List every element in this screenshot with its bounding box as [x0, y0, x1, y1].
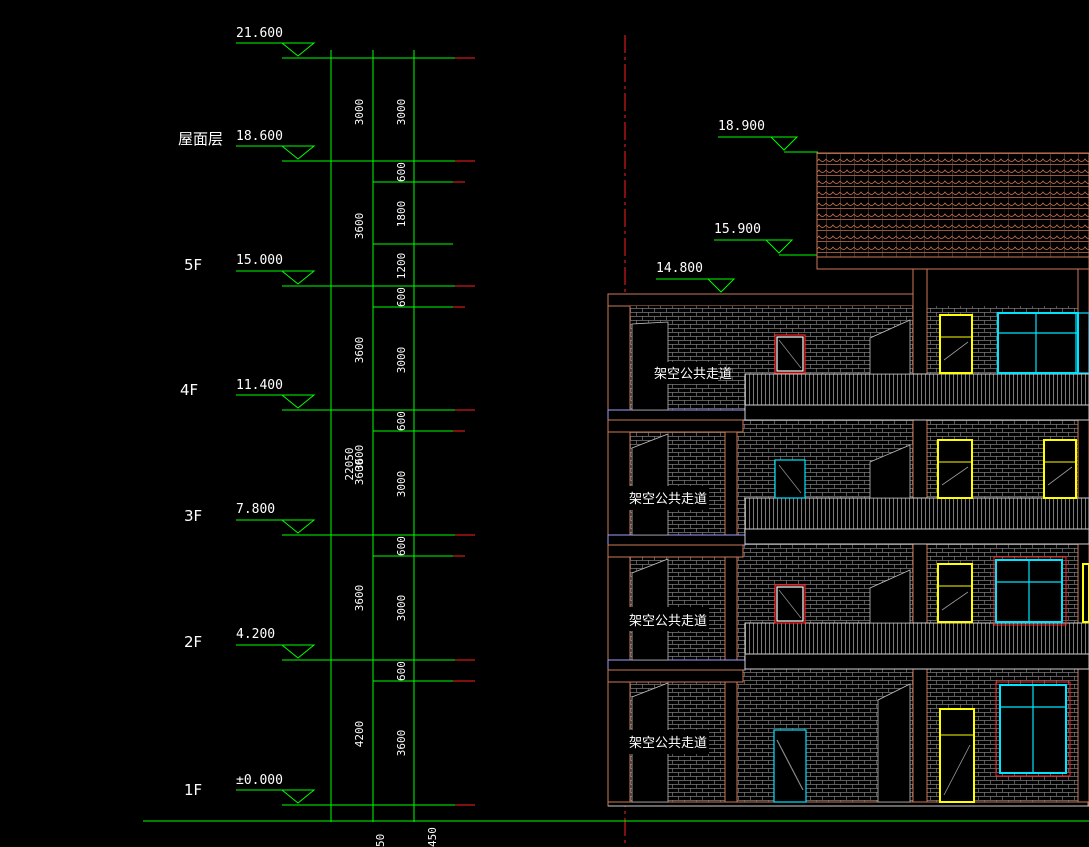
level-elevation: 7.800: [236, 502, 275, 517]
level-elevation: 21.600: [236, 26, 283, 41]
dimension-text: 3000: [353, 99, 366, 126]
building-elevation: 18.900 15.900 14.800: [600, 119, 1089, 822]
corridor-label: 架空公共走道: [629, 492, 707, 507]
total-dimension-text: 22050: [343, 447, 356, 480]
dimension-text: 600: [395, 162, 408, 182]
elevation-mark: 15.900: [714, 222, 818, 256]
level-marker: 1F ±0.000: [184, 773, 316, 804]
level-triangle-icon: [280, 145, 316, 160]
level-triangle-icon: [769, 136, 799, 151]
window-glyph-icon: [997, 312, 1079, 374]
dimension-text: 3000: [395, 347, 408, 374]
dimension-text: 3000: [395, 99, 408, 126]
elevation-mark: 18.900: [718, 119, 818, 153]
level-triangle-icon: [280, 519, 316, 534]
level-marker: 21.600: [236, 26, 316, 57]
level-marker: 4F 11.400: [180, 378, 316, 409]
dimension-text: 3000: [395, 471, 408, 498]
dimension-text: 600: [395, 287, 408, 307]
dimension-text: 600: [395, 411, 408, 431]
elevation-text: 18.900: [718, 119, 765, 134]
dimension-area: 21.600 屋面层 18.600 5F 15.000 4F 11.400: [143, 26, 1089, 847]
level-marker: 屋面层 18.600: [178, 129, 316, 160]
level-elevation: 18.600: [236, 129, 283, 144]
door-glyph-icon: [939, 708, 975, 803]
level-triangle-icon: [280, 42, 316, 57]
dimension-text: 3600: [353, 459, 366, 486]
elevation-mark: 14.800: [656, 261, 736, 293]
level-elevation: 4.200: [236, 627, 275, 642]
level-marker: 5F 15.000: [184, 253, 316, 285]
dimension-text: 4200: [353, 721, 366, 748]
door-glyph-icon: [937, 439, 973, 499]
roof-tiles: [816, 152, 1089, 258]
dimension-text: 1800: [395, 201, 408, 228]
dimension-text: 3600: [353, 445, 366, 472]
level-triangle-icon: [706, 278, 736, 293]
level-elevation: ±0.000: [236, 773, 283, 788]
level-triangle-icon: [280, 394, 316, 409]
dimension-text: 600: [395, 661, 408, 681]
level-elevation: 15.000: [236, 253, 283, 268]
level-triangle-icon: [280, 644, 316, 659]
level-marker: 2F 4.200: [184, 627, 316, 659]
floor-label: 1F: [184, 781, 202, 799]
floor-label: 屋面层: [178, 130, 223, 148]
level-elevation: 11.400: [236, 378, 283, 393]
level-triangle-icon: [764, 239, 794, 254]
dimension-text: 600: [395, 536, 408, 556]
floor-label: 5F: [184, 256, 202, 274]
dimension-text: 3600: [353, 337, 366, 364]
door-glyph-icon: [1043, 439, 1077, 499]
elevation-text: 15.900: [714, 222, 761, 237]
corridor-label: 架空公共走道: [629, 736, 707, 751]
dimension-text: 3000: [395, 595, 408, 622]
dimension-text: 3600: [395, 730, 408, 757]
dimension-text: 50: [374, 834, 387, 847]
elevation-text: 14.800: [656, 261, 703, 276]
level-triangle-icon: [280, 270, 316, 285]
dimension-text: 450: [426, 827, 439, 847]
dimension-text: 3600: [353, 585, 366, 612]
dimension-text: 3600: [353, 213, 366, 240]
level-marker: 3F 7.800: [184, 502, 316, 534]
roof-eave: [816, 256, 1089, 270]
floor-label: 3F: [184, 507, 202, 525]
floor-label: 2F: [184, 633, 202, 651]
floor-label: 4F: [180, 381, 198, 399]
dimension-text: 1200: [395, 253, 408, 280]
door-glyph-icon: [939, 314, 973, 374]
level-triangle-icon: [280, 789, 316, 804]
corridor-label: 架空公共走道: [629, 614, 707, 629]
corridor-label: 架空公共走道: [654, 367, 732, 382]
